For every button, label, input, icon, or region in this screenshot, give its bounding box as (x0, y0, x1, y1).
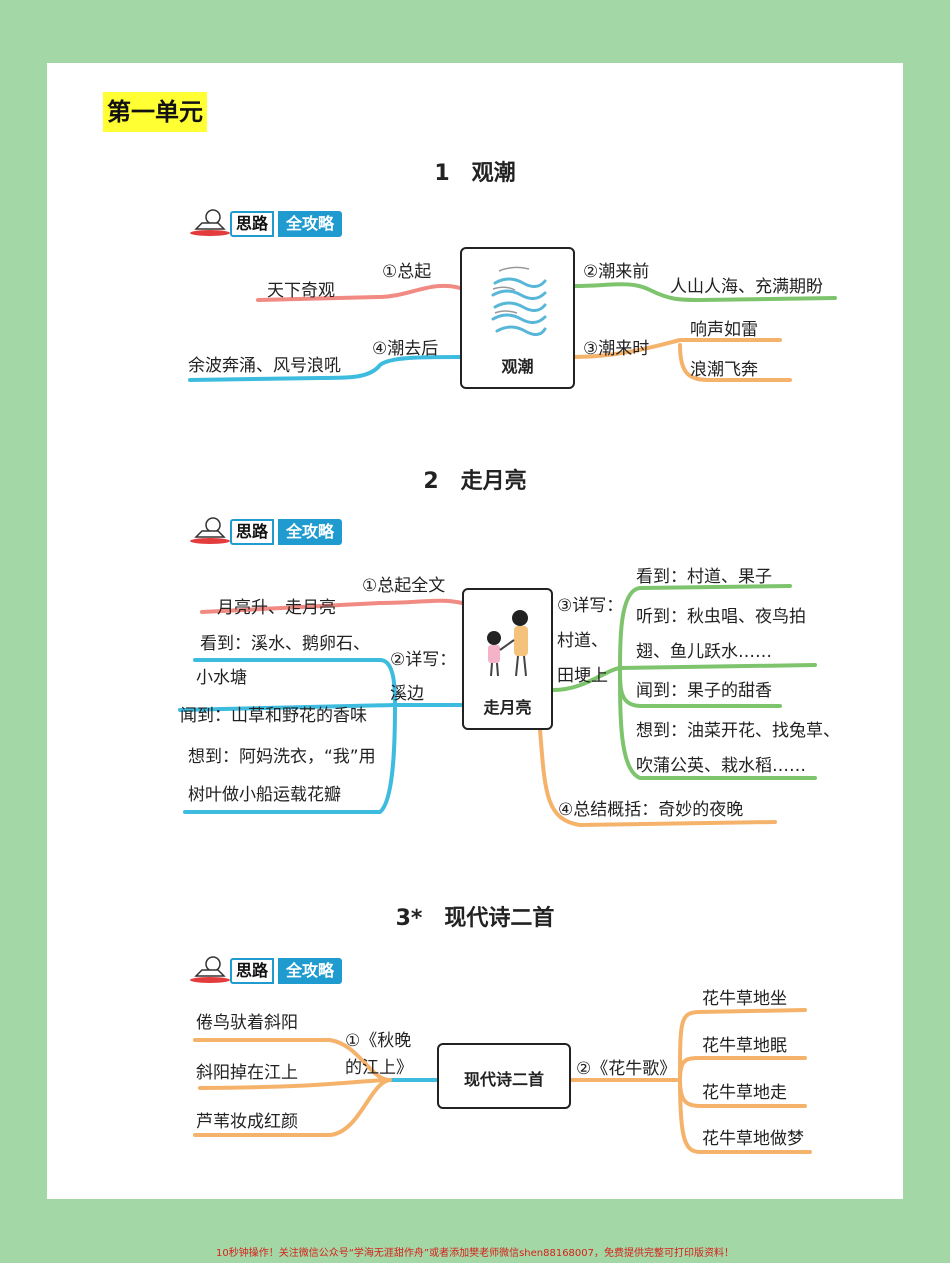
l3-branch2-leaf: 花牛草地做梦 (702, 1129, 804, 1149)
l3-branch2a-line (678, 1008, 807, 1082)
reading-kid-icon (190, 209, 230, 236)
l2-branch3-leaf: 翅、鱼儿跃水…… (636, 642, 772, 662)
l2-branch2-label: 溪边 (390, 684, 424, 704)
l1-branch3b-line (678, 343, 792, 382)
lesson1-center-node: 观潮 (460, 247, 575, 389)
l3-branch1-leaf: 倦鸟驮着斜阳 (196, 1013, 298, 1033)
l2-branch2-leaf: 想到：阿妈洗衣，“我”用 (188, 747, 376, 767)
lesson1-title: 1 观潮 (434, 161, 516, 186)
l1-branch1-line (256, 283, 462, 302)
badge-part1: 思路 (230, 958, 275, 984)
badge-part1: 思路 (230, 519, 275, 545)
l2-branch3-leaf: 闻到：果子的甜香 (636, 681, 772, 701)
l2-branch3a-line (618, 584, 792, 670)
l2-branch3-leaf: 听到：秋虫唱、夜鸟拍 (636, 607, 806, 627)
l1-branch2-label: ②潮来前 (583, 262, 650, 282)
l1-branch2-line (573, 282, 837, 303)
l2-branch3-label: 村道、 (557, 631, 608, 651)
l1-branch1-leaf: 天下奇观 (267, 281, 335, 301)
lesson3-badge: 思路 全攻略 (188, 954, 388, 984)
badge-part2: 全攻略 (278, 958, 343, 984)
l2-branch2-leaf: 小水塘 (196, 668, 247, 688)
l3-branch2-leaf: 花牛草地眠 (702, 1036, 787, 1056)
lesson3-center-node: 现代诗二首 (437, 1043, 571, 1109)
l2-branch2a-line (193, 658, 397, 707)
l1-branch2-leaf: 人山人海、充满期盼 (670, 277, 823, 297)
lesson1-badge: 思路 全攻略 (188, 207, 388, 237)
lesson3-title: 3* 现代诗二首 (395, 906, 555, 931)
l3-branch2-label: ②《花牛歌》 (576, 1059, 677, 1079)
footer-note: 10秒钟操作！关注微信公众号“学海无涯甜作舟”或者添加樊老师微信shen8816… (215, 1248, 735, 1259)
l3-branch1b-line (198, 1078, 392, 1090)
lesson2-center-node: 走月亮 (462, 588, 553, 730)
l3-branch2-leaf: 花牛草地走 (702, 1083, 787, 1103)
l3-branch1-leaf: 斜阳掉在江上 (196, 1063, 298, 1083)
l2-branch4-label: ④总结概括：奇妙的夜晚 (558, 800, 744, 820)
l2-branch3-leaf: 吹蒲公英、栽水稻…… (636, 756, 806, 776)
l2-branch3-leaf: 看到：村道、果子 (636, 567, 772, 587)
l3-branch2-leaf: 花牛草地坐 (702, 989, 787, 1009)
unit-title: 第一单元 (103, 92, 207, 132)
lesson2-center-label: 走月亮 (483, 698, 532, 717)
lesson1-center-label: 观潮 (501, 357, 534, 376)
badge-part2: 全攻略 (278, 211, 343, 237)
l2-branch2c-line (183, 703, 397, 814)
l1-branch4-line (188, 355, 462, 382)
l1-branch3-leaf: 响声如雷 (690, 320, 758, 340)
l2-branch3-label: 田埂上 (557, 666, 608, 686)
reading-kid-icon (190, 956, 230, 983)
l2-branch1-label: ①总起全文 (362, 576, 446, 596)
lesson3-center-label: 现代诗二首 (463, 1070, 544, 1089)
l2-branch2-leaf: 看到：溪水、鹅卵石、 (200, 634, 370, 654)
l1-branch3-leaf: 浪潮飞奔 (690, 360, 758, 380)
badge-part2: 全攻略 (278, 519, 343, 545)
l2-branch4-line (538, 728, 777, 828)
l3-branch2b-line (678, 1056, 807, 1082)
tide-wave-icon (491, 266, 547, 336)
l2-branch3d-line (618, 666, 817, 780)
mother-child-icon (487, 610, 528, 677)
reading-kid-icon (190, 517, 230, 544)
l1-branch1-label: ①总起 (382, 262, 432, 282)
l2-branch1-leaf: 月亮升、走月亮 (217, 598, 336, 618)
l1-branch3-line (573, 338, 782, 359)
badge-part1: 思路 (230, 211, 275, 237)
lesson2-title: 2 走月亮 (423, 469, 527, 494)
l2-branch2-leaf: 闻到：山草和野花的香味 (180, 706, 367, 726)
l2-branch2-leaf: 树叶做小船运载花瓣 (188, 785, 341, 805)
l2-branch3-leaf: 想到：油菜开花、找兔草、 (636, 721, 840, 741)
l1-branch3-label: ③潮来时 (583, 339, 650, 359)
l2-branch1-line (200, 598, 464, 614)
lesson2-badge: 思路 全攻略 (188, 515, 388, 545)
l3-branch2d-line (678, 1078, 812, 1154)
l3-branch1-label: ①《秋晚 (345, 1031, 412, 1051)
l3-branch1-leaf: 芦苇妆成红颜 (196, 1112, 298, 1132)
l3-branch1-label: 的江上》 (345, 1058, 413, 1078)
l2-branch3-label: ③详写： (557, 596, 624, 616)
l1-branch4-leaf: 余波奔涌、风号浪吼 (188, 356, 341, 376)
l2-branch2-label: ②详写： (390, 650, 457, 670)
l1-branch4-label: ④潮去后 (372, 339, 439, 359)
l3-branch1c-line (193, 1078, 392, 1137)
